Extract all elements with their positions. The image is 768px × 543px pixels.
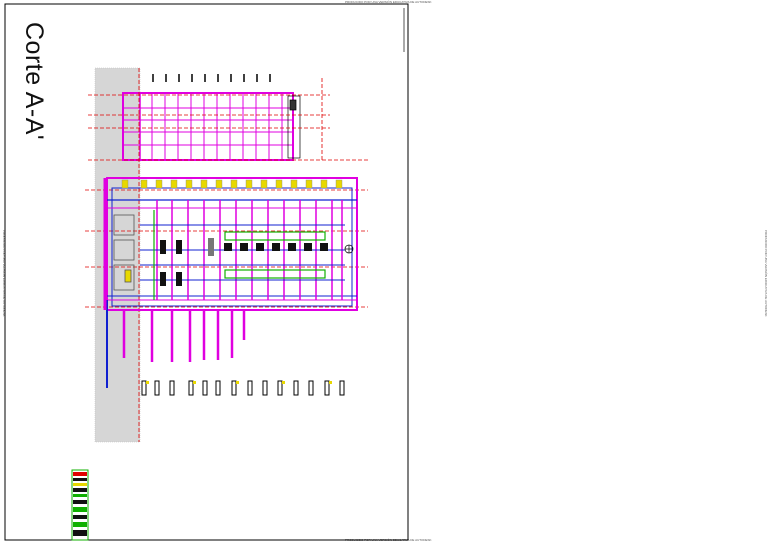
legend-table-icon bbox=[71, 469, 89, 541]
room-floors bbox=[140, 224, 345, 281]
drawing-title: Corte A-A' bbox=[20, 22, 48, 141]
edu-stamp-top: PRODUCIDO POR UNA VERSIÓN EDUCATIVA DE A… bbox=[345, 0, 432, 4]
terrain-hatch bbox=[95, 68, 140, 442]
level-lines bbox=[85, 68, 368, 442]
upper-tower-block bbox=[122, 92, 294, 161]
yellow-column-band bbox=[121, 179, 343, 189]
bottom-marker-accents bbox=[146, 381, 332, 384]
edu-stamp-left: PRODUCIDO POR UNA VERSIÓN EDUCATIVA DE A… bbox=[2, 230, 6, 317]
sheet-frame bbox=[4, 3, 409, 541]
left-core bbox=[113, 214, 135, 291]
green-elements bbox=[153, 210, 326, 300]
furniture-blocks bbox=[160, 238, 328, 286]
upper-tower-stair bbox=[287, 95, 301, 159]
roof-markers bbox=[152, 74, 271, 82]
bottom-markers bbox=[141, 380, 345, 396]
foundation-piles bbox=[122, 310, 246, 362]
terrain-hatch-inner bbox=[94, 67, 141, 443]
edu-stamp-right: PRODUCIDO POR UNA VERSIÓN EDUCATIVA DE A… bbox=[764, 230, 768, 317]
tree-symbol-icon bbox=[344, 244, 354, 254]
